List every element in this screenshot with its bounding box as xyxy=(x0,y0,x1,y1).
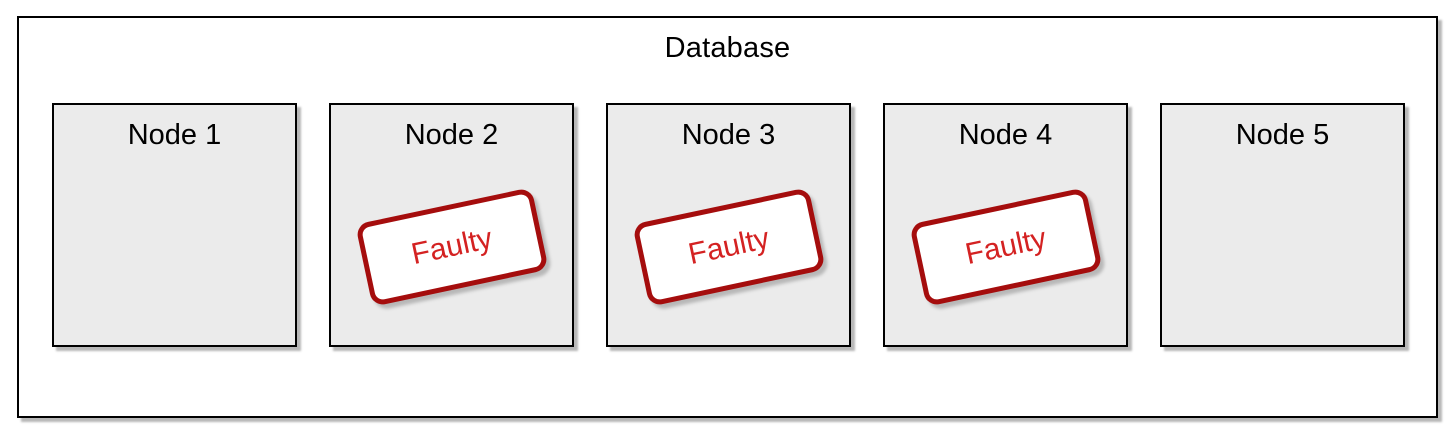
nodes-row: Node 1 Node 2 Faulty Node 3 Faulty Node … xyxy=(52,103,1405,347)
faulty-stamp: Faulty xyxy=(354,187,549,307)
faulty-stamp-label: Faulty xyxy=(961,221,1049,272)
node-label: Node 3 xyxy=(681,119,776,151)
node-box-3: Node 3 Faulty xyxy=(606,103,851,347)
node-box-1: Node 1 xyxy=(52,103,297,347)
node-box-2: Node 2 Faulty xyxy=(329,103,574,347)
node-label: Node 1 xyxy=(127,119,222,151)
node-label: Node 5 xyxy=(1235,119,1330,151)
faulty-stamp: Faulty xyxy=(908,187,1103,307)
database-container: Database Node 1 Node 2 Faulty Node 3 Fau… xyxy=(17,16,1438,418)
faulty-stamp: Faulty xyxy=(631,187,826,307)
database-title: Database xyxy=(664,32,791,64)
node-box-4: Node 4 Faulty xyxy=(883,103,1128,347)
faulty-stamp-label: Faulty xyxy=(407,221,495,272)
node-label: Node 2 xyxy=(404,119,499,151)
node-label: Node 4 xyxy=(958,119,1053,151)
faulty-stamp-label: Faulty xyxy=(684,221,772,272)
node-box-5: Node 5 xyxy=(1160,103,1405,347)
